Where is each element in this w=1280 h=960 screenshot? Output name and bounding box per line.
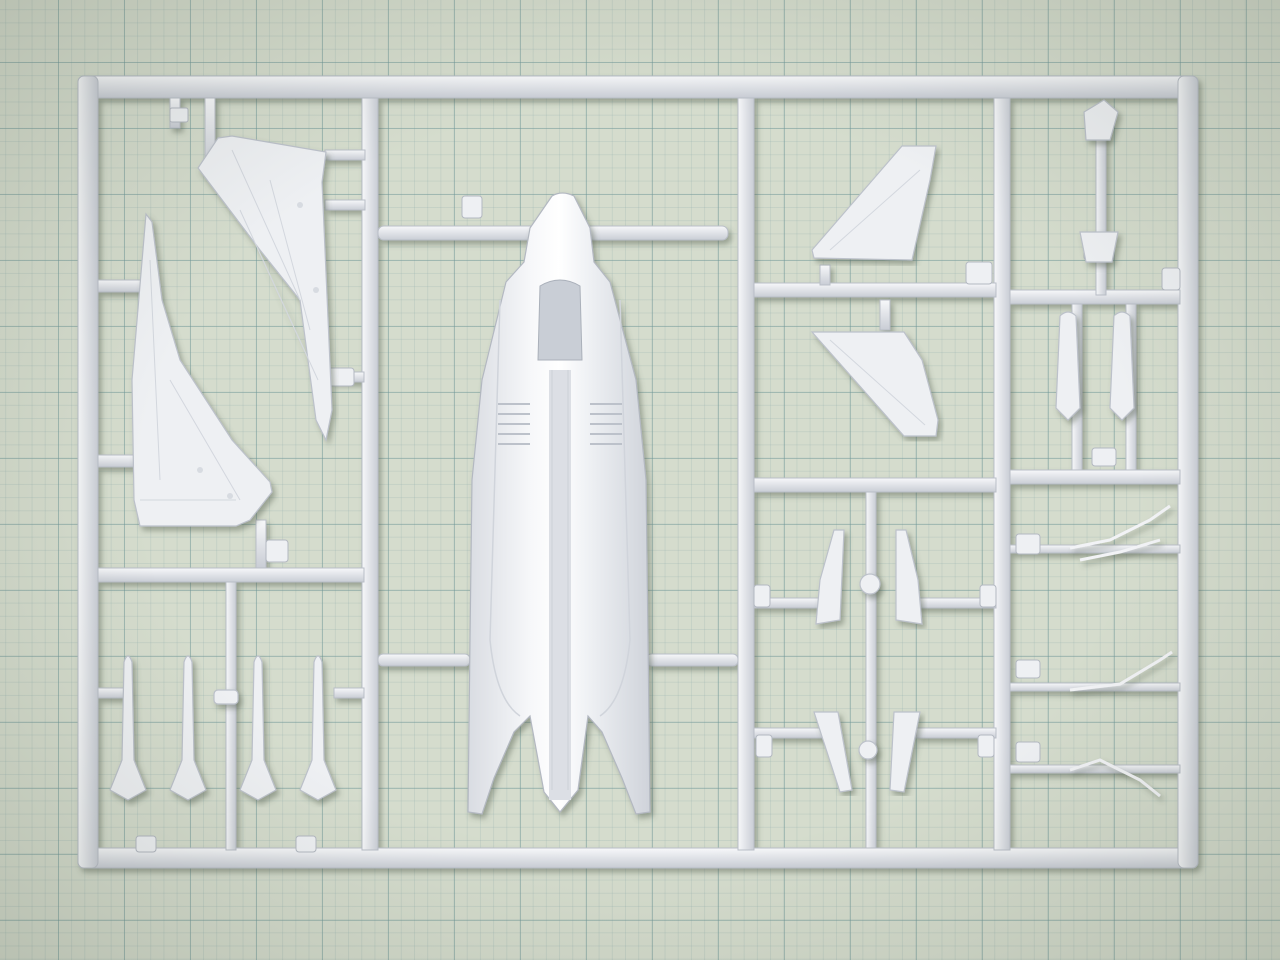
missile-4	[299, 655, 337, 801]
missile-3	[239, 655, 277, 801]
horizontal-stabilizer-1	[811, 145, 937, 261]
sprue-frame	[77, 75, 1199, 869]
fuselage-half	[467, 192, 651, 815]
landing-gear-doors	[815, 529, 923, 625]
drop-tank-pair	[1055, 99, 1135, 421]
small-detail-parts	[1069, 504, 1173, 798]
missile-2	[169, 655, 207, 801]
left-wing-upper	[197, 135, 333, 442]
left-wing-lower	[131, 212, 273, 527]
horizontal-stabilizer-2	[810, 331, 939, 437]
missile-1	[109, 655, 147, 801]
intake-parts	[813, 711, 921, 793]
